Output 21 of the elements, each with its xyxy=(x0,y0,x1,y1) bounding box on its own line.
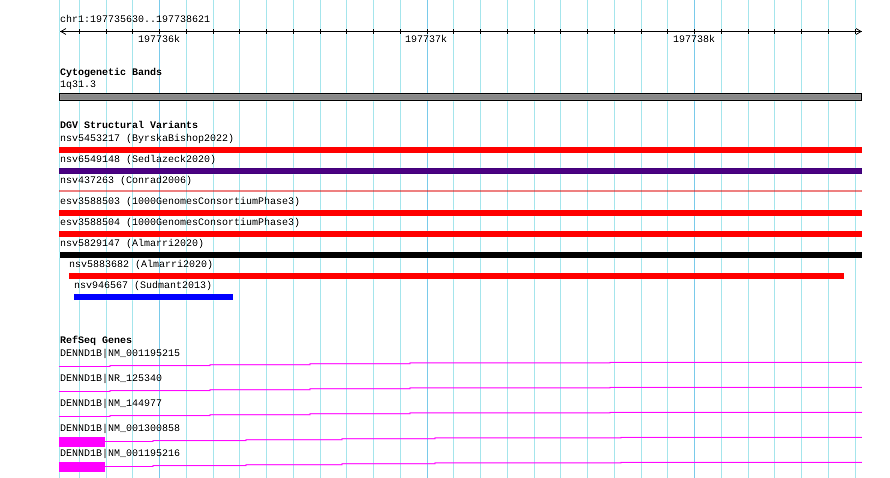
variant-label: nsv946567 (Sudmant2013) xyxy=(74,281,212,293)
tick-label: 197736k xyxy=(138,35,180,47)
gene-label: DENND1B|NR_125340 xyxy=(60,374,162,386)
band-label: 1q31.3 xyxy=(60,80,96,92)
variant-label: esv3588504 (1000GenomesConsortiumPhase3) xyxy=(60,218,300,230)
variant-label: nsv437263 (Conrad2006) xyxy=(60,176,192,188)
gene-label: DENND1B|NM_001195215 xyxy=(60,349,180,361)
tick-label: 197737k xyxy=(405,35,447,47)
gene-label: DENND1B|NM_001195216 xyxy=(60,449,180,461)
gene-label: DENND1B|NM_144977 xyxy=(60,399,162,411)
gene-label: DENND1B|NM_001300858 xyxy=(60,424,180,436)
variant-label: nsv5829147 (Almarri2020) xyxy=(60,239,204,251)
track-title: Cytogenetic Bands xyxy=(60,68,162,80)
variant-label: nsv5453217 (ByrskaBishop2022) xyxy=(60,134,234,146)
tick-label: 197738k xyxy=(673,35,715,47)
variant-label: nsv6549148 (Sedlazeck2020) xyxy=(60,155,216,167)
track-title: RefSeq Genes xyxy=(60,336,132,348)
variant-label: esv3588503 (1000GenomesConsortiumPhase3) xyxy=(60,197,300,209)
variant-label: nsv5883682 (Almarri2020) xyxy=(69,260,214,272)
track-title: DGV Structural Variants xyxy=(60,121,198,133)
locus-label: chr1:197735630..197738621 xyxy=(60,15,210,27)
